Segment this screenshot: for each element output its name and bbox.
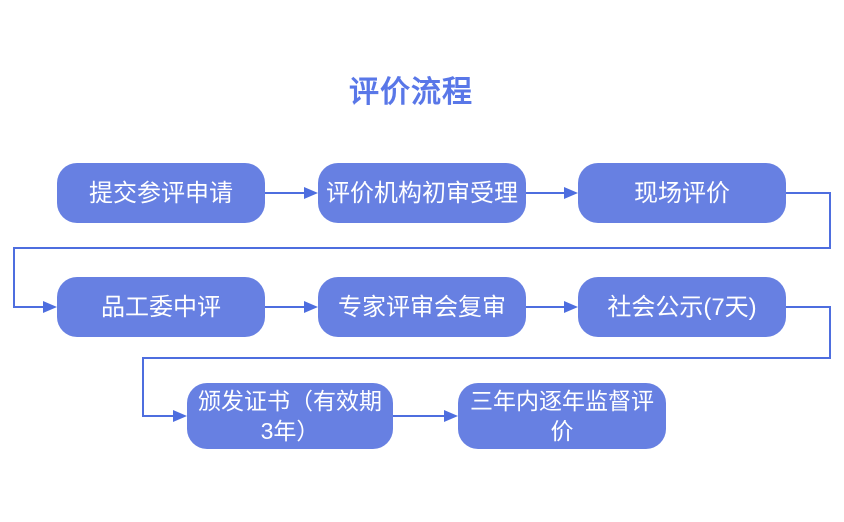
- flow-node-submit-application: 提交参评申请: [57, 163, 265, 223]
- flow-node-label: 提交参评申请: [89, 179, 233, 207]
- flow-node-onsite-evaluation: 现场评价: [578, 163, 786, 223]
- flow-node-committee-mid-review: 品工委中评: [57, 277, 265, 337]
- flow-node-public-announcement: 社会公示(7天): [578, 277, 786, 337]
- edge-agency-to-onsite: [526, 187, 578, 199]
- edge-onsite-to-committee: [13, 192, 831, 313]
- flow-node-label: 价: [550, 418, 574, 444]
- flow-node-label: 品工委中评: [101, 293, 221, 321]
- edge-committee-to-expert: [265, 301, 318, 313]
- edge-public-to-certificate: [142, 306, 831, 422]
- edge-certificate-to-supervision: [393, 410, 458, 422]
- flow-node-label: 专家评审会复审: [338, 293, 506, 321]
- flow-node-label: 颁发证书（有效期: [198, 388, 382, 414]
- edge-expert-to-public: [526, 301, 578, 313]
- flow-node-label: 3年）: [260, 418, 320, 444]
- flow-node-label: 社会公示(7天): [607, 293, 757, 321]
- flow-node-label: 三年内逐年监督评: [470, 388, 654, 414]
- flow-node-label: 评价机构初审受理: [326, 179, 518, 207]
- flow-node-agency-initial-review: 评价机构初审受理: [318, 163, 526, 223]
- flow-node-label: 现场评价: [634, 179, 730, 207]
- edge-submit-to-agency: [265, 187, 318, 199]
- flow-node-issue-certificate: 颁发证书（有效期 3年）: [187, 383, 393, 449]
- page-title: 评价流程: [349, 76, 473, 109]
- flow-node-expert-panel-rereview: 专家评审会复审: [318, 277, 526, 337]
- flow-node-annual-supervision: 三年内逐年监督评 价: [458, 383, 666, 449]
